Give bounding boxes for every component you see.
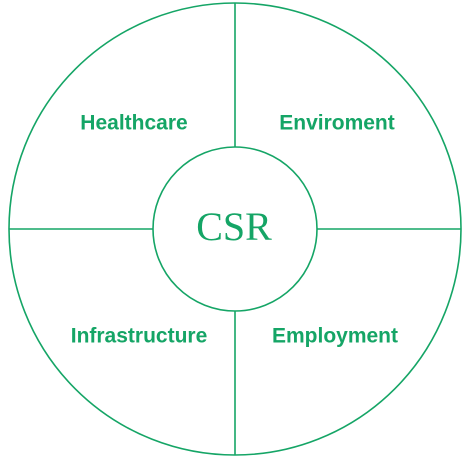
segment-label-enviroment: Enviroment [279,112,395,135]
segment-label-employment: Employment [272,325,398,348]
center-circle [152,146,318,312]
center-label: CSR [196,204,272,249]
segment-label-healthcare: Healthcare [80,112,187,135]
segment-label-infrastructure: Infrastructure [71,325,208,348]
